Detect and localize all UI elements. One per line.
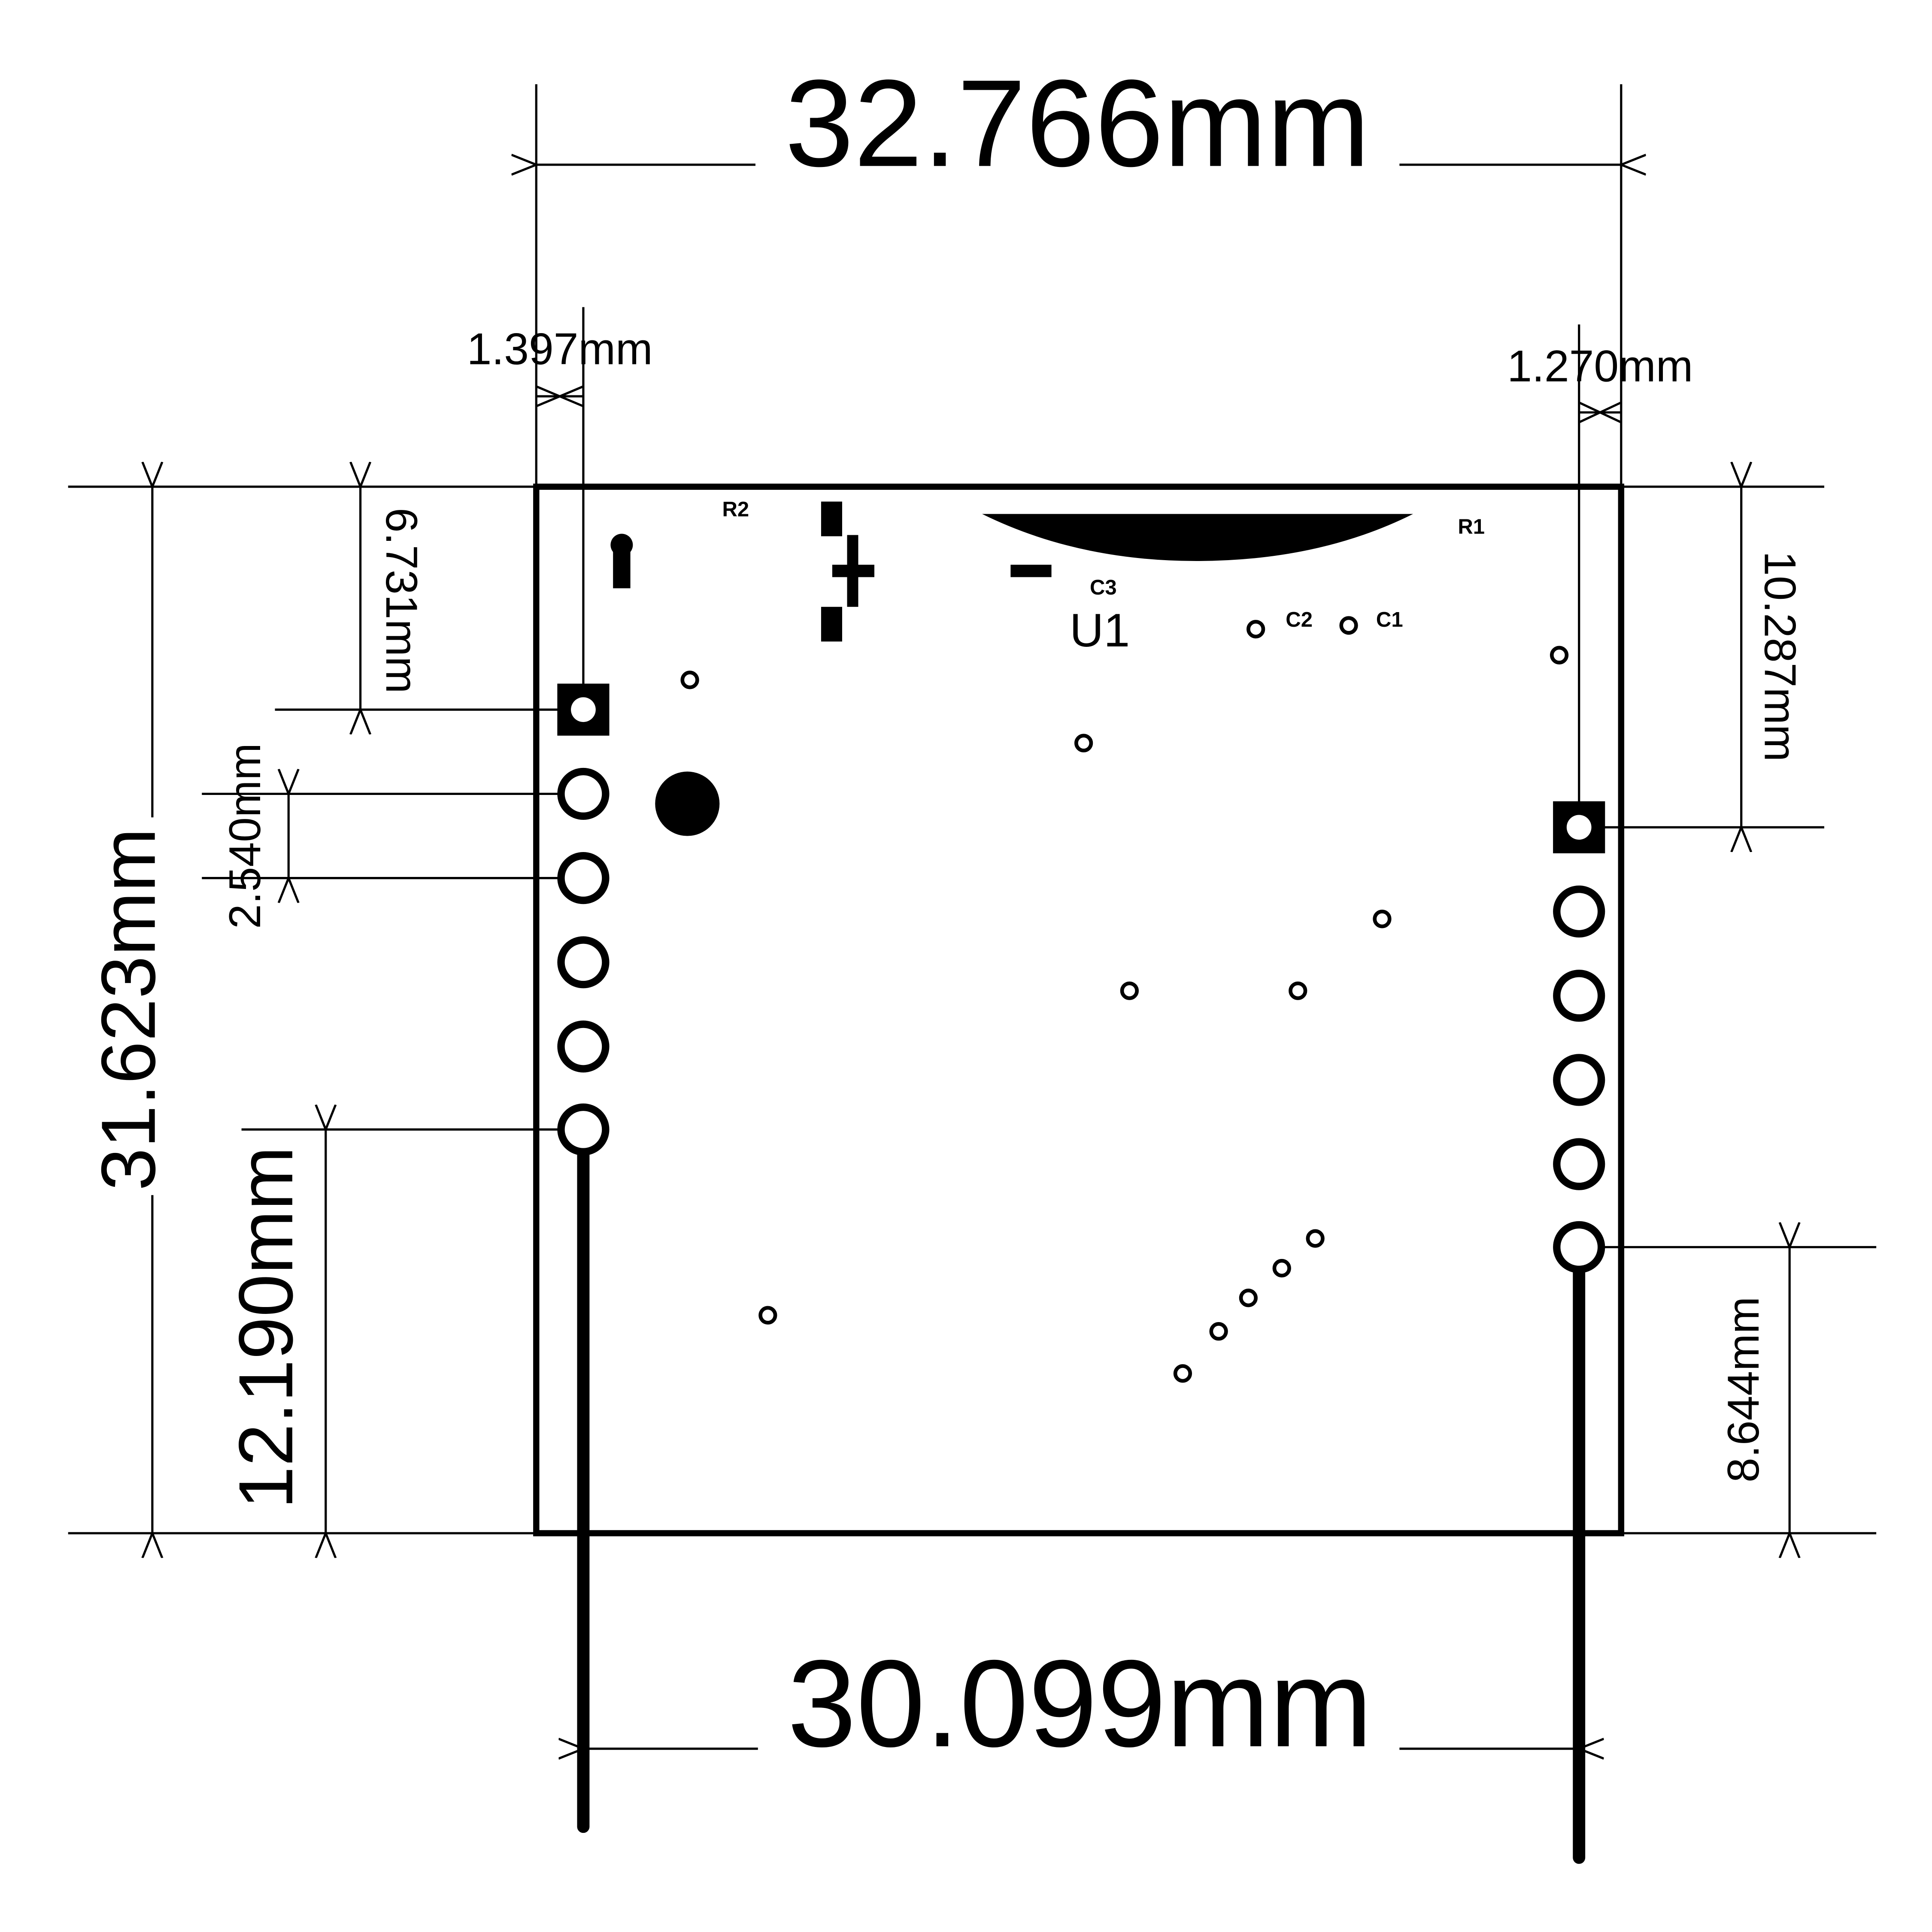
dimension-label: 32.766mm [785,55,1370,193]
dimension-label: 30.099mm [787,1635,1372,1773]
dimension-left-bottom: 12.190mm [223,1129,583,1533]
label-c2: C2 [1286,608,1313,631]
via [1373,910,1392,928]
via [1120,981,1139,1000]
dimension-label: 31.623mm [85,828,171,1191]
keyhole-marker [610,534,633,588]
dimension-top-width: 32.766mm [536,55,1621,487]
dimension-right-pin1: 10.287mm [1579,487,1824,827]
via [1247,620,1265,639]
dimension-label: 12.190mm [223,1146,309,1509]
dimension-label: 8.644mm [1719,1297,1768,1483]
via [1209,1322,1228,1341]
dimension-total-height: 31.623mm [68,487,537,1533]
mounting-dot [655,771,720,836]
via [1074,734,1093,752]
right-header [1553,801,1605,1274]
minus-icon [1010,564,1052,577]
dimension-label: 6.731mm [376,508,426,694]
dimension-right-bottom: 8.644mm [1579,1247,1877,1533]
via [1306,1229,1325,1248]
via [1173,1364,1192,1383]
round-pad [557,1103,610,1156]
label-c1: C1 [1376,608,1403,631]
dimension-left-pin1: 6.731mm [275,487,583,710]
dimension-left-offset: 1.397mm [467,307,653,710]
dimension-label: 10.287mm [1755,551,1805,762]
dimension-label: 2.540mm [220,743,270,929]
left-header [557,683,610,1156]
round-pad [1553,885,1605,938]
round-pad [557,767,610,820]
vias [680,616,1569,1383]
via [1272,1259,1291,1278]
via [1550,646,1569,664]
label-r2: R2 [722,498,749,521]
round-pad [557,852,610,904]
via [1289,981,1307,1000]
via [758,1306,777,1325]
round-pad [557,1020,610,1073]
dimension-label: 1.397mm [467,324,653,374]
dimension-pin-pitch: 2.540mm [202,743,583,929]
round-pad [1553,970,1605,1022]
dimension-label: 1.270mm [1507,342,1693,391]
round-pad [557,936,610,989]
label-c3: C3 [1090,576,1117,599]
round-pad [1553,1138,1605,1190]
via [1339,616,1358,635]
dimension-bottom-width: 30.099mm [583,1635,1579,1773]
arc-silkscreen [982,514,1413,561]
dimension-right-offset: 1.270mm [1507,324,1693,828]
via [1239,1289,1258,1307]
round-pad [1553,1054,1605,1106]
round-pad [1553,1221,1605,1274]
polarity-marks [821,501,1052,642]
label-r1: R1 [1458,516,1485,539]
board-outline [533,483,1625,1537]
label-u1: U1 [1070,604,1130,657]
via [680,670,699,689]
